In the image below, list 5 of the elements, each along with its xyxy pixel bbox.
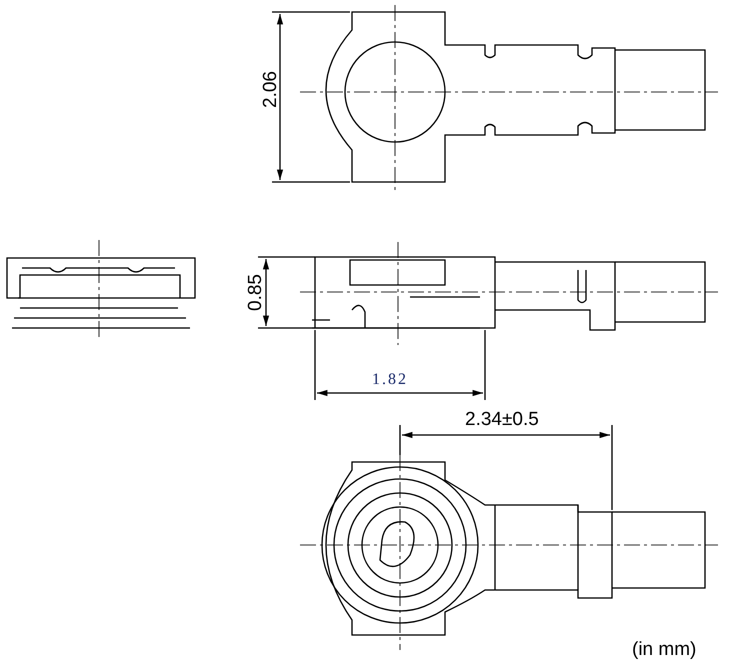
unit-note: (in mm) (632, 640, 696, 659)
dimension-label: 2.06 (261, 71, 280, 108)
dimension-label: 0.85 (246, 274, 265, 311)
dimension-label: 2.34±0.5 (465, 410, 539, 429)
dimension-label: 1.82 (372, 372, 408, 388)
